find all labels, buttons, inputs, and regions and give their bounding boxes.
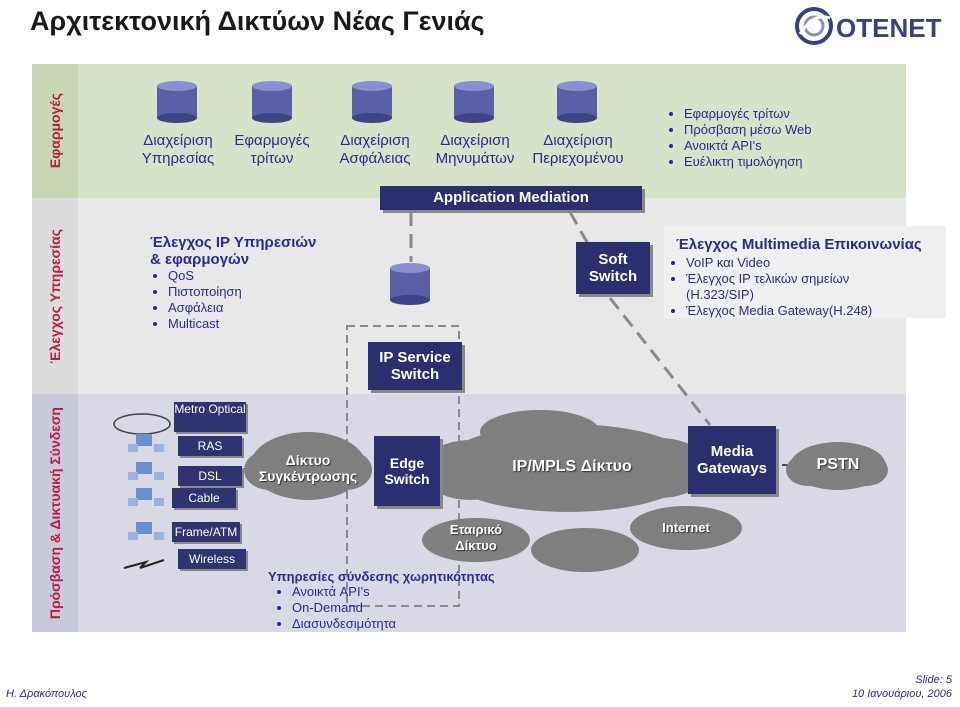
app-bullet: Ευέλικτη τιμολόγηση bbox=[684, 154, 904, 170]
slide-date: 10 Ιανουάριου, 2006 bbox=[851, 688, 952, 700]
corporate-cloud bbox=[422, 518, 530, 562]
access-type-ras: RAS bbox=[178, 436, 242, 456]
aggregation-cloud bbox=[244, 432, 372, 500]
application-mediation-bar: Application Mediation bbox=[380, 186, 642, 210]
location-services-bullet: Ανοικτά API's bbox=[292, 584, 492, 600]
aggregation-network-label: Δίκτυο Συγκέντρωσης bbox=[258, 452, 358, 484]
multimedia-bullet: Έλεγχος IP τελικών σημείων (H.323/SIP) bbox=[686, 271, 886, 303]
author: Η. Δρακόπουλος bbox=[6, 688, 87, 700]
app-item-label: Διαχείριση Μηνυμάτων bbox=[435, 132, 515, 167]
access-type-dsl: DSL bbox=[178, 466, 242, 486]
ip-control-bullet: Multicast bbox=[168, 316, 348, 332]
access-type-wireless: Wireless bbox=[178, 549, 246, 569]
multimedia-bullet: VoIP και Video bbox=[686, 255, 886, 271]
database-icon bbox=[352, 81, 392, 123]
unnamed-cloud bbox=[531, 528, 639, 572]
soft-switch: Soft Switch bbox=[576, 242, 650, 294]
media-gateways: Media Gateways bbox=[688, 426, 776, 494]
location-services-heading: Υπηρεσίες σύνδεσης χωρητικότητας bbox=[268, 569, 495, 584]
ip-control-bullet: QoS bbox=[168, 268, 348, 284]
database-icon bbox=[390, 263, 430, 305]
slide-number: Slide: 5 bbox=[860, 674, 952, 686]
app-bullets: Εφαρμογές τρίτων Πρόσβαση μέσω Web Ανοικ… bbox=[668, 106, 904, 170]
ip-mpls-cloud bbox=[422, 410, 708, 512]
location-services-bullet: Διασυνδεσιμότητα bbox=[292, 616, 492, 632]
service-control-side-label: Έλεγχος Υπηρεσίας bbox=[32, 198, 78, 394]
ip-control-bullet: Πιστοποίηση bbox=[168, 284, 348, 300]
app-item-label: Διαχείριση Υπηρεσίας bbox=[141, 132, 215, 167]
otenet-logo: OTENET bbox=[790, 4, 950, 48]
database-icon bbox=[157, 81, 197, 123]
multimedia-bullet: Έλεγχος Media Gateway(H.248) bbox=[686, 303, 886, 319]
app-item-label: Διαχείριση Ασφάλειας bbox=[339, 132, 411, 167]
access-type-cable: Cable bbox=[172, 488, 236, 508]
slide-number-value: 5 bbox=[945, 674, 952, 686]
app-bullet: Εφαρμογές τρίτων bbox=[684, 106, 904, 122]
ip-mpls-label: IP/MPLS Δίκτυο bbox=[512, 458, 632, 475]
computer-icon bbox=[128, 488, 164, 506]
computer-icon bbox=[128, 434, 164, 452]
access-devices bbox=[113, 413, 171, 569]
app-bullet: Πρόσβαση μέσω Web bbox=[684, 122, 904, 138]
slide-label: Slide: bbox=[915, 674, 943, 686]
database-icon bbox=[454, 81, 494, 123]
access-type-metro-optical: Metro Optical bbox=[174, 402, 246, 432]
internet-cloud bbox=[630, 506, 742, 550]
edge-switch: Edge Switch bbox=[374, 436, 440, 506]
applications-side-label: Εφαρμογές bbox=[32, 64, 78, 198]
ip-control-heading: Έλεγχος IP Υπηρεσιών & εφαρμογών bbox=[150, 234, 370, 268]
multimedia-control-box: Έλεγχος Multimedia Επικοινωνίας VoIP και… bbox=[664, 226, 946, 318]
svg-text:OTENET: OTENET bbox=[836, 13, 942, 43]
computer-icon bbox=[128, 522, 164, 540]
database-icon bbox=[557, 81, 597, 123]
internet-label: Internet bbox=[662, 520, 710, 535]
database-icon bbox=[252, 81, 292, 123]
ip-control-bullets: QoS Πιστοποίηση Ασφάλεια Multicast bbox=[152, 268, 348, 332]
computer-icon bbox=[128, 462, 164, 480]
access-side-label: Πρόσβαση & Δικτυακή Σύνδεση bbox=[32, 394, 78, 632]
ip-service-switch: IP Service Switch bbox=[368, 342, 462, 390]
otenet-logo-icon: OTENET bbox=[795, 7, 942, 45]
wireless-icon bbox=[123, 559, 165, 569]
page-title: Αρχιτεκτονική Δικτύων Νέας Γενιάς bbox=[30, 6, 485, 36]
corporate-network-label: Εταιρικό Δίκτυο bbox=[449, 522, 503, 553]
app-item-label: Διαχείριση Περιεχομένου bbox=[532, 132, 624, 167]
app-bullet: Ανοικτά API's bbox=[684, 138, 904, 154]
ip-control-bullet: Ασφάλεια bbox=[168, 300, 348, 316]
location-services-bullets: Ανοικτά API's On-Demand Διασυνδεσιμότητα bbox=[276, 584, 492, 632]
location-services-bullet: On-Demand bbox=[292, 600, 492, 616]
pstn-cloud bbox=[786, 442, 888, 490]
pstn-label: PSTN bbox=[816, 456, 860, 473]
multimedia-control-bullets: VoIP και Video Έλεγχος IP τελικών σημείω… bbox=[670, 255, 886, 319]
ip-control-heading-line: Έλεγχος IP Υπηρεσιών bbox=[150, 234, 317, 251]
app-item-label: Εφαρμογές τρίτων bbox=[234, 132, 310, 167]
multimedia-control-heading: Έλεγχος Multimedia Επικοινωνίας bbox=[676, 236, 922, 253]
ip-control-heading-line: & εφαρμογών bbox=[150, 251, 250, 268]
access-type-frame-atm: Frame/ATM bbox=[172, 522, 240, 542]
